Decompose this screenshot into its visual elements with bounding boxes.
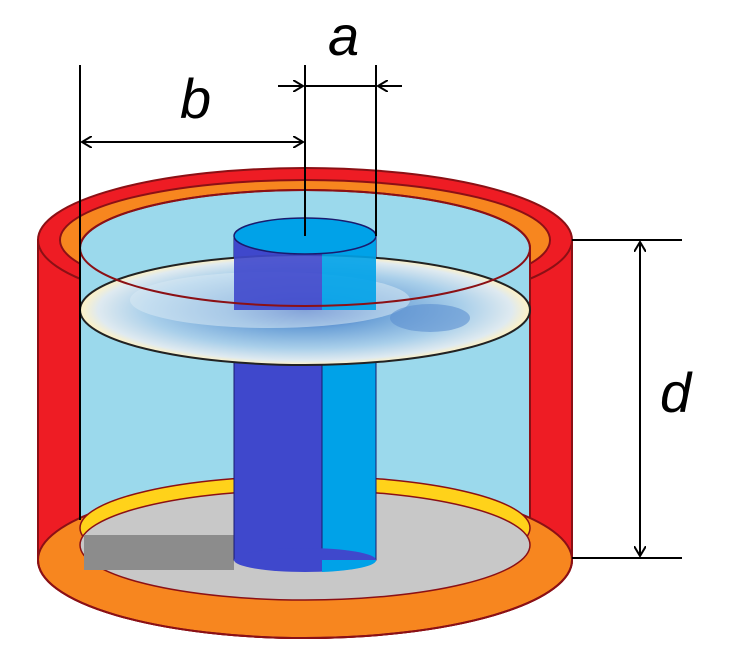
bottom-shadow	[84, 535, 234, 570]
outer-wall-front-edge	[37, 559, 573, 639]
label-a: a	[328, 4, 359, 67]
swirl-disk-spot	[390, 304, 470, 332]
label-b: b	[180, 67, 211, 130]
inner-cylinder-bottom-light	[322, 560, 377, 572]
label-d: d	[660, 361, 693, 424]
